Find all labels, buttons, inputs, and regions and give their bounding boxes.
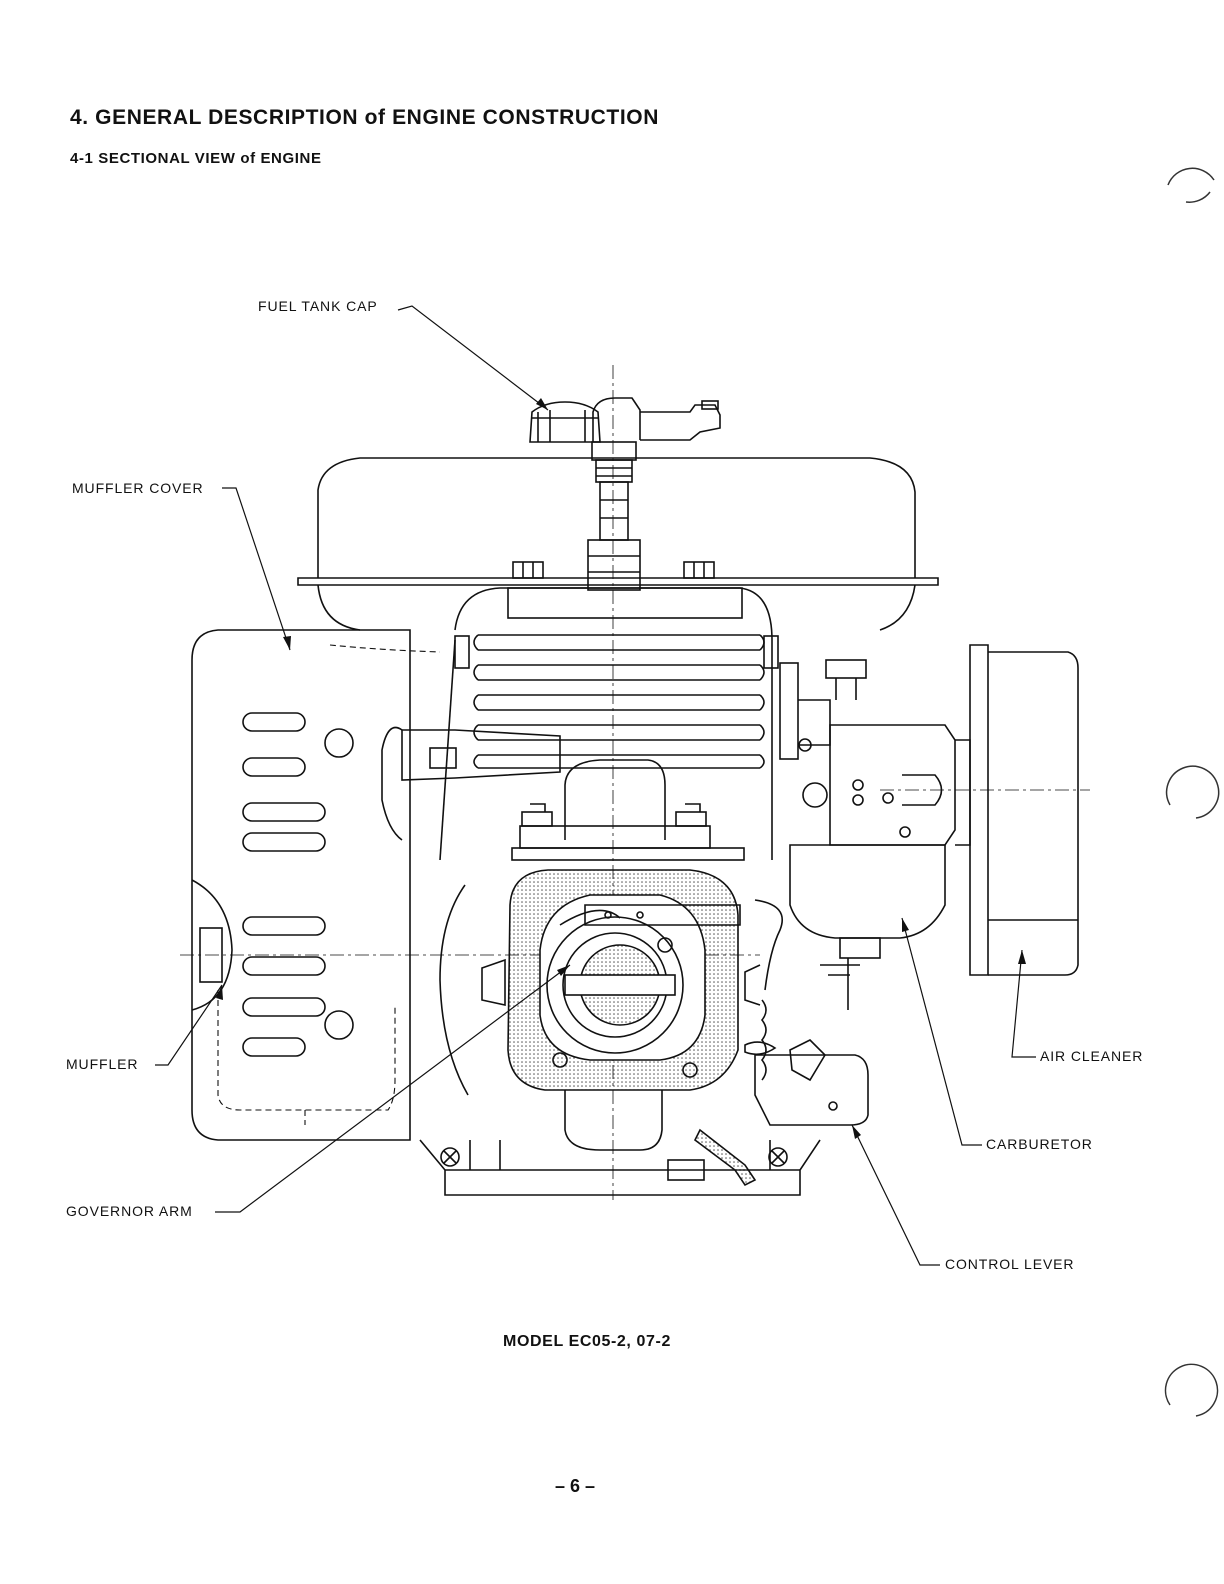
leader-control-lever: [852, 1125, 940, 1265]
crankcase-section: [508, 870, 738, 1090]
label-air-cleaner: AIR CLEANER: [1040, 1048, 1143, 1064]
tank-bolts: [513, 562, 714, 578]
leader-muffler: [155, 985, 222, 1065]
governor-spring: [745, 900, 825, 1080]
carburetor: [780, 660, 955, 1010]
head-stud: [382, 728, 560, 841]
page-number: – 6 –: [0, 1476, 1150, 1497]
control-lever-plate: [755, 1055, 868, 1125]
fuel-strainer: [588, 442, 640, 590]
fuel-tank-cap: [530, 398, 720, 442]
leader-lines: [155, 306, 1036, 1265]
leader-fuel-tank-cap: [398, 306, 548, 410]
label-governor-arm: GOVERNOR ARM: [66, 1203, 193, 1219]
label-carburetor: CARBURETOR: [986, 1136, 1093, 1152]
air-cleaner: [955, 645, 1078, 975]
label-fuel-tank-cap: FUEL TANK CAP: [258, 298, 378, 314]
figure-caption: MODEL EC05-2, 07-2: [0, 1333, 1174, 1351]
fuel-tank: [298, 458, 938, 630]
leader-air-cleaner: [1012, 950, 1036, 1057]
muffler-cover: [192, 630, 410, 1140]
muffler-body: [218, 645, 440, 1125]
crankcase-top: [512, 760, 744, 860]
label-muffler-cover: MUFFLER COVER: [72, 480, 204, 496]
label-muffler: MUFFLER: [66, 1056, 138, 1072]
leader-muffler-cover: [222, 488, 290, 650]
label-control-lever: CONTROL LEVER: [945, 1256, 1074, 1272]
cylinder-fins: [440, 588, 778, 860]
